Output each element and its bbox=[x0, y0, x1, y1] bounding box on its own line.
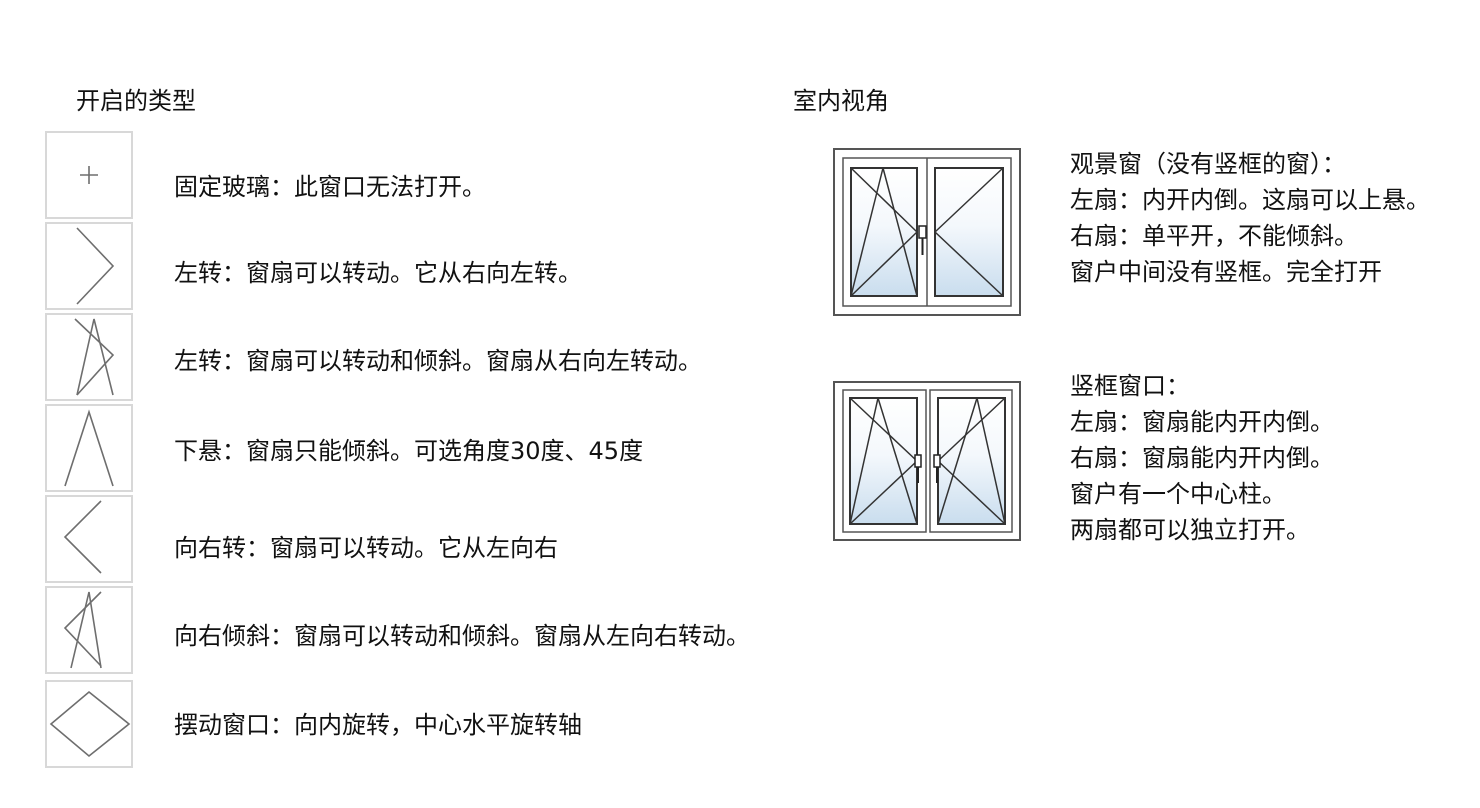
no-mullion-window-description: 观景窗（没有竖框的窗）： 左扇：内开内倒。这扇可以上悬。 右扇：单平开，不能倾斜… bbox=[1070, 146, 1430, 290]
tilt-turn-right-icon bbox=[45, 586, 133, 674]
description-line: 左扇：窗扇能内开内倒。 bbox=[1070, 408, 1334, 436]
bottom-hung-tilt-icon bbox=[45, 404, 133, 492]
pivot-diamond-icon bbox=[45, 680, 133, 768]
mullion-window-description: 竖框窗口： 左扇：窗扇能内开内倒。 右扇：窗扇能内开内倒。 窗户有一个中心柱。 … bbox=[1070, 368, 1334, 548]
description-line: 两扇都可以独立打开。 bbox=[1070, 516, 1310, 544]
opening-type-label: 左转：窗扇可以转动。它从右向左转。 bbox=[174, 259, 582, 287]
double-window-no-mullion-image bbox=[832, 147, 1022, 317]
description-line: 窗户中间没有竖框。完全打开 bbox=[1070, 258, 1382, 286]
opening-type-label: 摆动窗口：向内旋转，中心水平旋转轴 bbox=[174, 711, 582, 739]
description-line: 右扇：单平开，不能倾斜。 bbox=[1070, 222, 1358, 250]
opening-type-label: 向右转：窗扇可以转动。它从左向右 bbox=[174, 534, 558, 562]
opening-type-label: 固定玻璃：此窗口无法打开。 bbox=[174, 173, 486, 201]
indoor-view-heading: 室内视角 bbox=[793, 87, 889, 115]
opening-type-label: 下悬：窗扇只能倾斜。可选角度30度、45度 bbox=[174, 437, 644, 465]
tilt-turn-left-icon bbox=[45, 313, 133, 401]
opening-type-label: 向右倾斜：窗扇可以转动和倾斜。窗扇从左向右转动。 bbox=[174, 622, 750, 650]
opening-types-heading: 开启的类型 bbox=[76, 87, 196, 115]
description-line: 右扇：窗扇能内开内倒。 bbox=[1070, 444, 1334, 472]
turn-right-chevron-icon bbox=[45, 495, 133, 583]
description-line: 窗户有一个中心柱。 bbox=[1070, 480, 1286, 508]
description-line: 竖框窗口： bbox=[1070, 372, 1190, 400]
description-line: 观景窗（没有竖框的窗）： bbox=[1070, 150, 1346, 178]
fixed-plus-icon bbox=[45, 131, 133, 219]
opening-type-label: 左转：窗扇可以转动和倾斜。窗扇从右向左转动。 bbox=[174, 347, 702, 375]
double-window-with-mullion-image bbox=[832, 380, 1022, 550]
turn-left-chevron-icon bbox=[45, 222, 133, 310]
description-line: 左扇：内开内倒。这扇可以上悬。 bbox=[1070, 186, 1430, 214]
